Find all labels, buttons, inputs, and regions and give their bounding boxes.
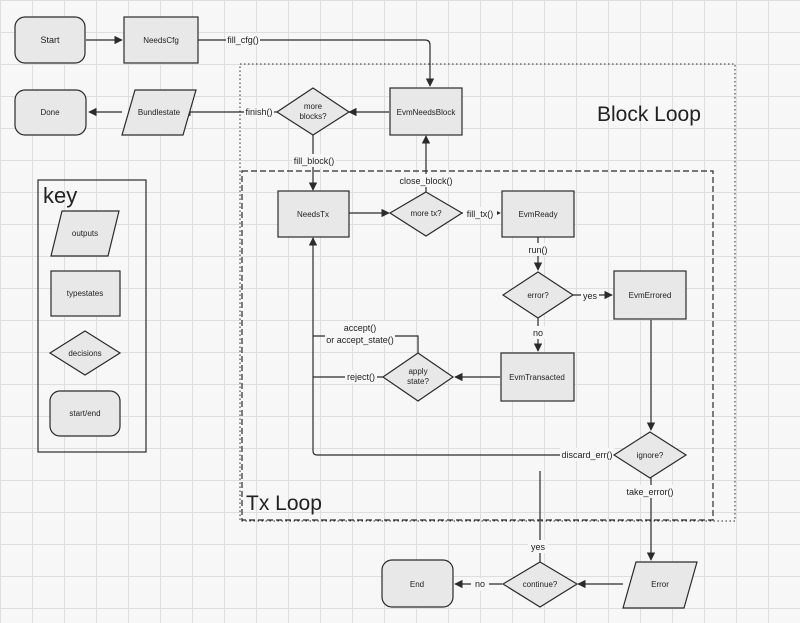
fill-cfg-label: fill_cfg() [227,35,259,45]
svg-text:Start: Start [40,35,60,45]
take-error-label: take_error() [626,487,673,497]
svg-text:Done: Done [40,108,60,117]
run-label: run() [528,245,547,255]
svg-text:state?: state? [407,377,429,386]
svg-text:NeedsTx: NeedsTx [297,210,329,219]
svg-text:blocks?: blocks? [299,112,327,121]
svg-text:decisions: decisions [68,349,101,358]
finish-label: finish() [245,107,272,117]
more-tx-decision: more tx? [388,191,464,237]
accept-label-line2: or accept_state() [326,335,394,345]
fill-block-label: fill_block() [294,156,335,166]
no-transacted-label: no [533,328,543,338]
yes-errored-label: yes [583,291,598,301]
svg-text:NeedsCfg: NeedsCfg [143,36,179,45]
edge-labels: fill_cfg() finish() fill_block() close_b… [227,35,673,589]
key-title: key [43,183,77,208]
svg-text:EvmNeedsBlock: EvmNeedsBlock [397,108,457,117]
evm-ready-node: EvmReady [501,190,575,238]
svg-text:error?: error? [527,291,549,300]
close-block-label: close_block() [399,176,452,186]
svg-text:EvmTransacted: EvmTransacted [509,373,565,382]
svg-text:outputs: outputs [72,229,98,238]
more-blocks-decision: more blocks? [275,87,351,136]
svg-text:apply: apply [408,367,427,376]
accept-label-line1: accept() [344,323,377,333]
svg-text:typestates: typestates [67,289,103,298]
svg-text:EvmReady: EvmReady [518,210,557,219]
svg-text:Error: Error [651,580,669,589]
svg-text:EvmErrored: EvmErrored [629,291,672,300]
discard-err-label: discard_err() [561,450,612,460]
bundlestate-output: Bundlestate [121,89,197,136]
yes-continue-label: yes [531,542,546,552]
end-node: End [381,559,454,608]
fill-tx-label: fill_tx() [467,209,494,219]
block-loop-label: Block Loop [597,103,701,126]
evm-needs-block-node: EvmNeedsBlock [389,87,463,136]
svg-text:ignore?: ignore? [637,451,664,460]
svg-text:Bundlestate: Bundlestate [138,108,181,117]
done-node: Done [14,89,87,136]
error-decision: error? [501,271,575,319]
key-legend: key outputs typestates decisions start/e… [37,179,147,453]
tx-loop-region [241,170,714,521]
apply-state-decision: apply state? [381,352,455,402]
needs-cfg-node: NeedsCfg [123,16,199,64]
start-node: Start [14,16,86,64]
svg-text:more tx?: more tx? [410,209,442,218]
continue-decision: continue? [501,561,579,608]
svg-text:more: more [304,102,323,111]
no-end-label: no [475,579,485,589]
svg-text:continue?: continue? [523,580,558,589]
svg-text:start/end: start/end [69,409,100,418]
reject-label: reject() [347,372,375,382]
tx-loop-label: Tx Loop [246,492,322,515]
ignore-decision: ignore? [612,431,688,479]
needs-tx-node: NeedsTx [277,190,350,238]
evm-transacted-node: EvmTransacted [500,352,575,402]
evm-errored-node: EvmErrored [613,270,687,320]
error-output: Error [622,561,698,609]
svg-text:End: End [410,580,424,589]
